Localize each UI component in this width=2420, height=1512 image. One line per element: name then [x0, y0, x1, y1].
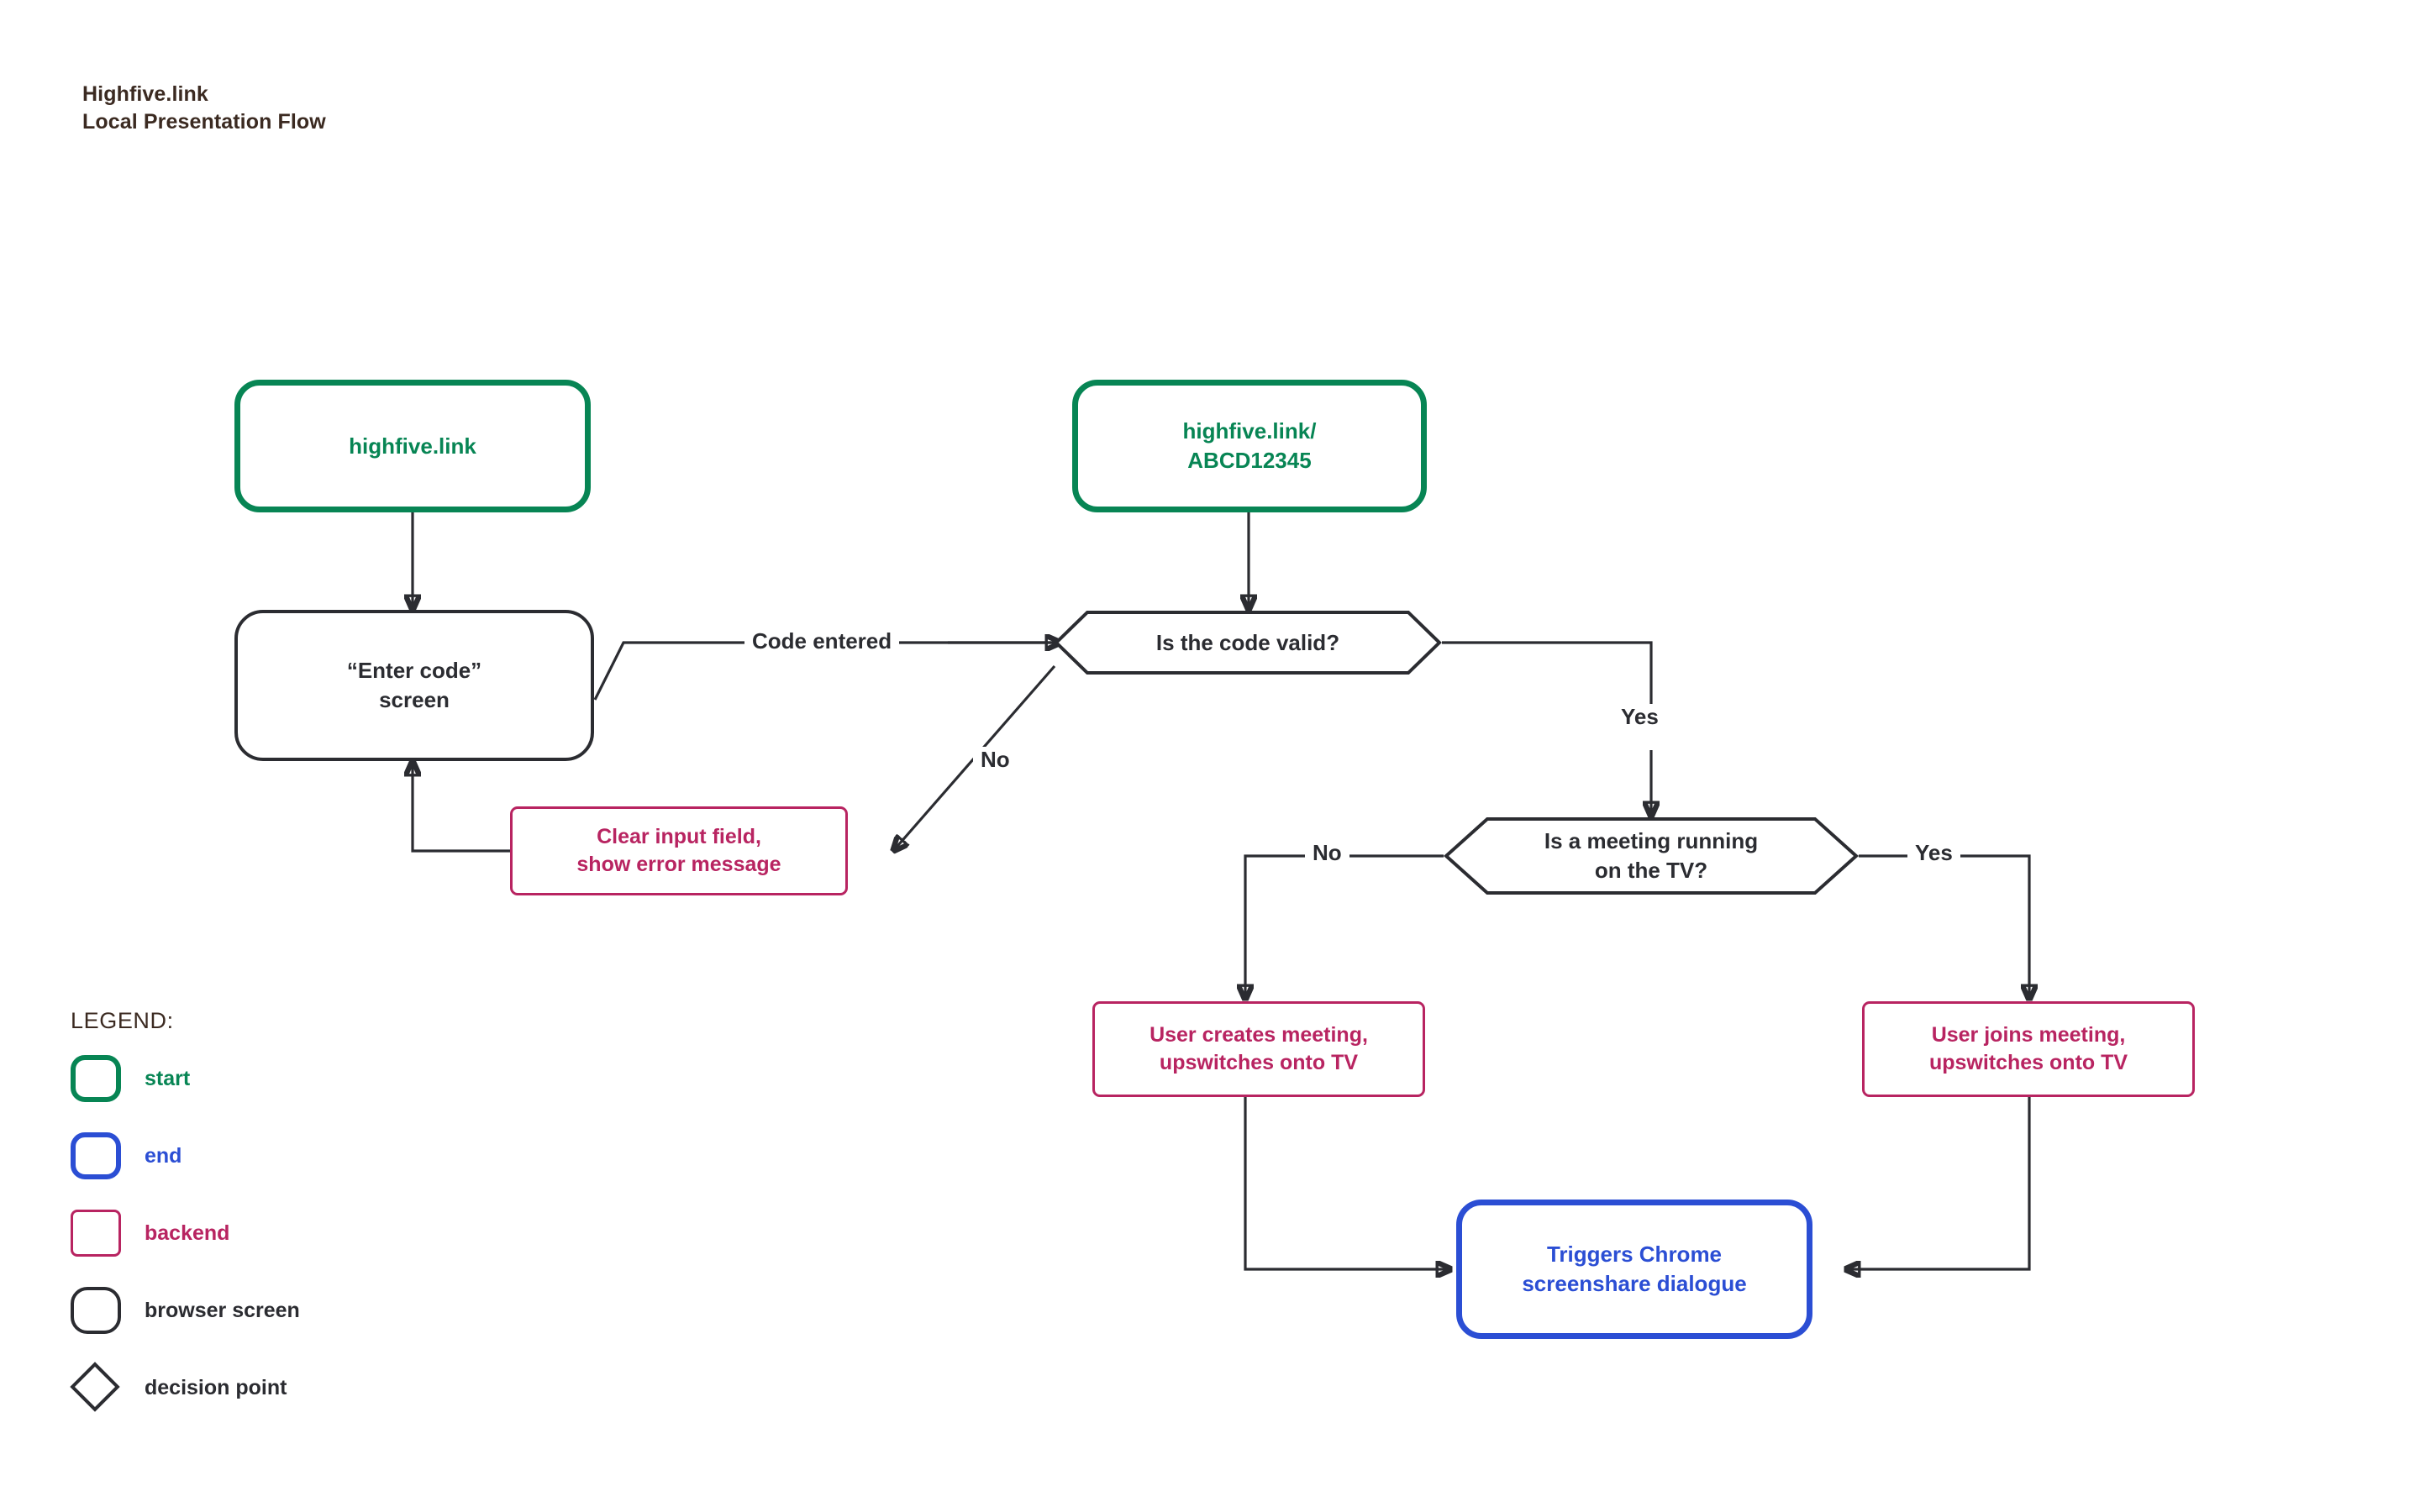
legend-label: browser screen — [145, 1298, 300, 1322]
node-enter-code-screen[interactable]: “Enter code” screen — [234, 610, 594, 761]
node-label: User joins meeting, upswitches onto TV — [1928, 1022, 2128, 1075]
edge-label-code-valid-yes: Yes — [1613, 704, 1666, 730]
legend-label: decision point — [145, 1375, 287, 1399]
node-user-joins-meeting[interactable]: User joins meeting, upswitches onto TV — [1862, 1001, 2195, 1097]
edge-label-code-entered: Code entered — [744, 628, 900, 654]
legend: LEGEND: start end backend browser screen… — [71, 1008, 300, 1439]
node-start-highfive-link[interactable]: highfive.link — [234, 380, 591, 512]
node-label: Is the code valid? — [1155, 629, 1340, 655]
legend-item-start: start — [71, 1053, 300, 1105]
node-label: “Enter code” screen — [346, 658, 482, 712]
title-line-1: Highfive.link — [82, 82, 208, 106]
node-decision-meeting-running[interactable]: Is a meeting running on the TV? — [1444, 816, 1859, 895]
legend-item-decision-point: decision point — [71, 1362, 300, 1414]
node-triggers-chrome-screenshare[interactable]: Triggers Chrome screenshare dialogue — [1456, 1200, 1812, 1339]
hexagon-shape — [1444, 817, 1859, 895]
edge-label-code-invalid-no: No — [973, 747, 1018, 773]
legend-label: start — [145, 1066, 191, 1090]
node-label: Triggers Chrome screenshare dialogue — [1522, 1242, 1747, 1296]
legend-swatch-decision-diamond-icon — [71, 1364, 121, 1411]
node-label: Clear input field, show error message — [576, 824, 781, 877]
edge-label-meeting-no: No — [1305, 840, 1349, 866]
legend-label: backend — [145, 1221, 230, 1245]
edge-join-to-screenshare — [1845, 1097, 2031, 1269]
title-line-2: Local Presentation Flow — [82, 110, 326, 134]
page-title: Highfive.link Local Presentation Flow — [82, 81, 326, 137]
node-label: highfive.link — [349, 433, 476, 459]
node-start-highfive-link-code[interactable]: highfive.link/ ABCD12345 — [1072, 380, 1427, 512]
node-label: User creates meeting, upswitches onto TV — [1150, 1022, 1368, 1075]
node-user-creates-meeting[interactable]: User creates meeting, upswitches onto TV — [1092, 1001, 1425, 1097]
node-decision-code-valid[interactable]: Is the code valid? — [1054, 610, 1442, 675]
legend-item-backend: backend — [71, 1207, 300, 1259]
legend-swatch-end-icon — [71, 1132, 121, 1179]
legend-label: end — [145, 1143, 182, 1168]
legend-item-browser-screen: browser screen — [71, 1284, 300, 1336]
legend-swatch-backend-icon — [71, 1210, 121, 1257]
edge-label-meeting-yes: Yes — [1907, 840, 1960, 866]
legend-item-end: end — [71, 1130, 300, 1182]
legend-heading: LEGEND: — [71, 1008, 174, 1033]
hexagon-shape — [1054, 611, 1442, 675]
edge-clear-input-loop-back — [413, 761, 510, 853]
edge-valid-yes-to-meeting-decision — [1442, 641, 1653, 707]
edge-create-to-screenshare — [1244, 1097, 1451, 1269]
node-label: Is a meeting running on the TV? — [1544, 828, 1759, 883]
node-clear-input-field[interactable]: Clear input field, show error message — [510, 806, 848, 895]
legend-swatch-browser-screen-icon — [71, 1287, 121, 1334]
legend-swatch-start-icon — [71, 1055, 121, 1102]
node-label: highfive.link/ ABCD12345 — [1182, 418, 1317, 473]
